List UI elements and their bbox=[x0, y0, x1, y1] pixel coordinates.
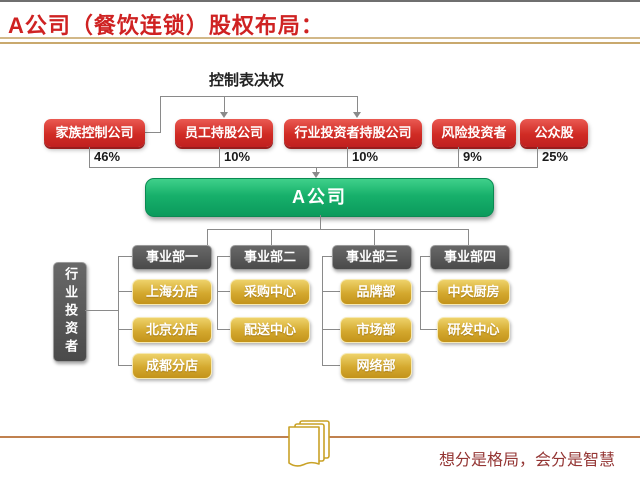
box-employee-holding: 员工持股公司 bbox=[175, 119, 273, 147]
arrow-down-icon bbox=[312, 172, 320, 178]
connector-line bbox=[322, 291, 340, 292]
connector-line bbox=[118, 256, 132, 257]
connector-line bbox=[420, 329, 437, 330]
arrow-down-icon bbox=[353, 112, 361, 118]
connector-line bbox=[142, 132, 161, 133]
division-header-4: 事业部四 bbox=[430, 245, 510, 270]
percent-employee: 10% bbox=[224, 149, 251, 164]
voting-rights-label: 控制表决权 bbox=[209, 72, 285, 89]
connector-line bbox=[322, 329, 340, 330]
page-title: A公司（餐饮连锁）股权布局： bbox=[8, 13, 324, 38]
connector-line bbox=[160, 96, 358, 97]
unit-box-chengdu: 成都分店 bbox=[132, 353, 212, 379]
title-underline bbox=[0, 37, 640, 44]
connector-line bbox=[347, 147, 348, 167]
connector-line bbox=[89, 167, 538, 168]
unit-box-beijing: 北京分店 bbox=[132, 317, 212, 343]
box-industry-investor-holding: 行业投资者持股公司 bbox=[284, 119, 422, 147]
unit-box-distribution: 配送中心 bbox=[230, 317, 310, 343]
connector-line bbox=[322, 256, 332, 257]
unit-box-rnd-center: 研发中心 bbox=[437, 317, 510, 343]
percent-public: 25% bbox=[542, 149, 569, 164]
unit-box-market: 市场部 bbox=[340, 317, 412, 343]
connector-line bbox=[458, 147, 459, 167]
connector-line bbox=[217, 329, 230, 330]
connector-line bbox=[207, 229, 469, 230]
division-header-3: 事业部三 bbox=[332, 245, 412, 270]
company-box: A公司 bbox=[145, 178, 494, 217]
unit-box-central-kitchen: 中央厨房 bbox=[437, 279, 510, 305]
division-header-1: 事业部一 bbox=[132, 245, 212, 270]
connector-line bbox=[224, 96, 225, 113]
connector-line bbox=[420, 256, 430, 257]
percent-family: 46% bbox=[94, 149, 121, 164]
connector-line bbox=[322, 365, 340, 366]
connector-line bbox=[85, 310, 118, 311]
connector-line bbox=[357, 96, 358, 113]
unit-box-purchasing: 采购中心 bbox=[230, 279, 310, 305]
connector-line bbox=[89, 147, 90, 167]
connector-line bbox=[420, 256, 421, 329]
connector-line bbox=[316, 167, 317, 173]
connector-line bbox=[420, 291, 437, 292]
side-investor-box: 行业投资者 bbox=[53, 262, 87, 362]
footer-slogan: 想分是格局，会分是智慧 bbox=[438, 452, 615, 469]
unit-box-network: 网络部 bbox=[340, 353, 412, 379]
connector-line bbox=[118, 365, 132, 366]
percent-venture: 9% bbox=[463, 149, 482, 164]
connector-line bbox=[160, 96, 161, 133]
unit-box-brand: 品牌部 bbox=[340, 279, 412, 305]
connector-line bbox=[537, 147, 538, 167]
connector-line bbox=[217, 256, 218, 329]
connector-line bbox=[118, 291, 132, 292]
connector-line bbox=[217, 291, 230, 292]
connector-line bbox=[217, 256, 230, 257]
connector-line bbox=[322, 256, 323, 365]
connector-line bbox=[118, 329, 132, 330]
box-public-shares: 公众股 bbox=[520, 119, 588, 147]
connector-line bbox=[271, 229, 272, 245]
box-family-holding: 家族控制公司 bbox=[44, 119, 145, 147]
connector-line bbox=[320, 215, 321, 229]
window-top-edge bbox=[0, 0, 640, 2]
division-header-2: 事业部二 bbox=[230, 245, 310, 270]
box-venture-investor: 风险投资者 bbox=[432, 119, 516, 147]
arrow-down-icon bbox=[220, 112, 228, 118]
connector-line bbox=[219, 147, 220, 167]
connector-line bbox=[468, 229, 469, 245]
stacked-pages-icon bbox=[276, 418, 340, 475]
unit-box-shanghai: 上海分店 bbox=[132, 279, 212, 305]
connector-line bbox=[374, 229, 375, 245]
connector-line bbox=[118, 256, 119, 365]
percent-industry: 10% bbox=[352, 149, 379, 164]
connector-line bbox=[207, 229, 208, 245]
